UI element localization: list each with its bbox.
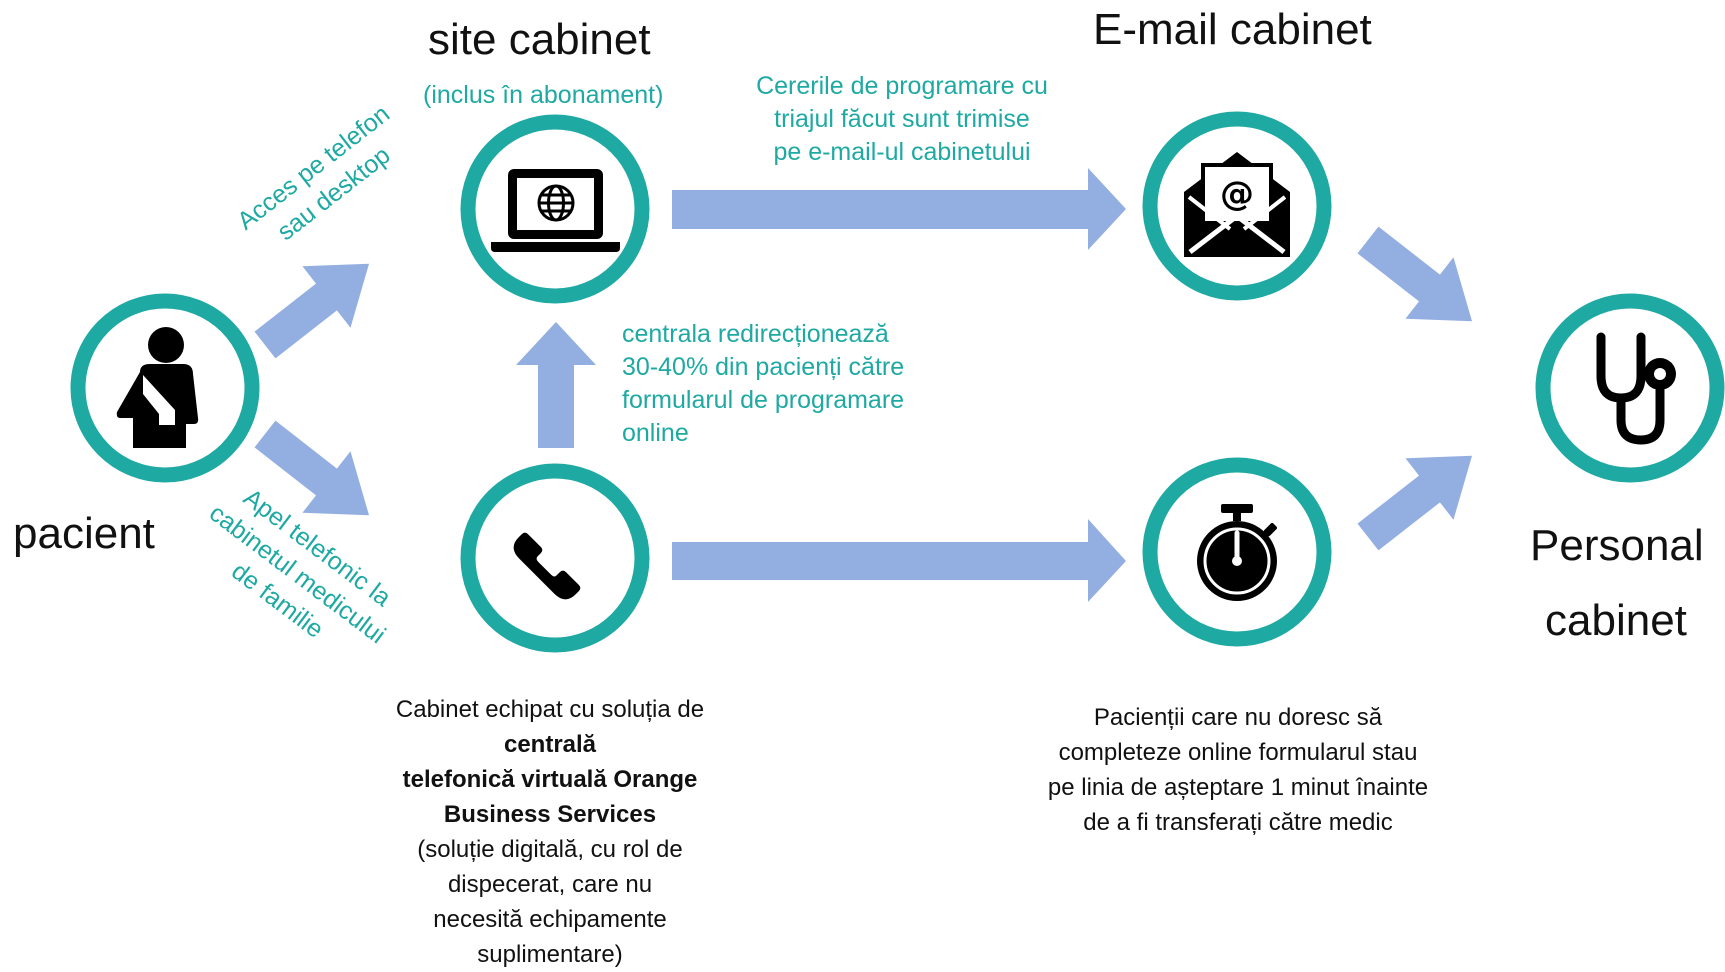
person-arm-sling-icon xyxy=(116,327,199,448)
laptop-globe-icon xyxy=(491,169,620,252)
phone-note-line1-text: Cabinet echipat cu soluția de xyxy=(395,696,705,723)
timer-note-line3: pe linia de așteptare 1 minut înainte xyxy=(1047,774,1429,801)
site-cabinet-sublabel: (inclus în abonament) xyxy=(423,81,664,109)
email-cabinet-label: E-mail cabinet xyxy=(1093,5,1372,54)
phone-handset-icon xyxy=(513,532,581,600)
arrow-phone-to-timer xyxy=(672,519,1126,602)
phone-note-line2: telefonică virtuală Orange Business Serv… xyxy=(402,766,698,828)
arrows xyxy=(254,168,1473,602)
timer-note-line2: completeze online formularul stau xyxy=(1058,739,1418,766)
stethoscope-icon xyxy=(1596,332,1676,445)
site-cabinet-label: site cabinet xyxy=(428,15,651,64)
stopwatch-icon xyxy=(1197,504,1277,601)
node-rings xyxy=(70,111,1725,653)
phone-note-line1: Cabinet echipat cu soluția de centrală xyxy=(360,692,740,762)
timer-ring xyxy=(1142,457,1332,647)
pacient-label: pacient xyxy=(13,509,155,558)
timer-note: Pacienții care nu doresc să completeze o… xyxy=(1013,700,1463,840)
arrow-timer-to-personal xyxy=(1357,455,1473,551)
personal-ring xyxy=(1535,293,1725,483)
phone-note-line1-bold: centrală xyxy=(503,731,597,758)
arrow-pacient-to-site xyxy=(254,263,370,359)
edge-label-cererile-line2: triajul făcut sunt trimise xyxy=(774,105,1030,133)
arrow-site-to-email xyxy=(672,168,1126,250)
flow-diagram: @ xyxy=(70,111,1725,653)
phone-note-line4: necesită echipamente suplimentare) xyxy=(433,906,667,968)
email-ring xyxy=(1142,111,1332,301)
timer-note-line1: Pacienții care nu doresc să xyxy=(1093,704,1383,731)
arrow-email-to-personal xyxy=(1357,226,1473,322)
edge-label-centrala-line1: centrala redirecționează xyxy=(622,320,889,348)
timer-note-line4: de a fi transferați către medic xyxy=(1083,809,1393,836)
edge-label-centrala-line4: online xyxy=(622,419,689,447)
email-envelope-icon: @ xyxy=(1184,152,1290,257)
phone-note: Cabinet echipat cu soluția de centrală t… xyxy=(360,692,740,972)
edge-label-cererile-line3: pe e-mail-ul cabinetului xyxy=(773,138,1031,166)
edge-label-centrala-line3: formularul de programare xyxy=(622,386,905,414)
svg-text:@: @ xyxy=(1220,174,1254,214)
personal-label-line2: cabinet xyxy=(1545,596,1687,645)
personal-label-line1: Personal xyxy=(1530,521,1704,570)
phone-ring xyxy=(460,463,650,653)
site-ring xyxy=(460,114,650,304)
edge-label-cererile-line1: Cererile de programare cu xyxy=(756,72,1048,100)
phone-note-line3: (soluție digitală, cu rol de dispecerat,… xyxy=(417,836,683,898)
edge-label-centrala: centrala redirecționează 30-40% din paci… xyxy=(622,318,1022,450)
pacient-ring xyxy=(70,293,260,483)
arrow-pacient-to-phone xyxy=(254,420,370,516)
arrow-phone-to-site xyxy=(516,322,596,448)
edge-label-cererile: Cererile de programare cu triajul făcut … xyxy=(702,70,1102,169)
edge-label-centrala-line2: 30-40% din pacienți către xyxy=(622,353,905,381)
